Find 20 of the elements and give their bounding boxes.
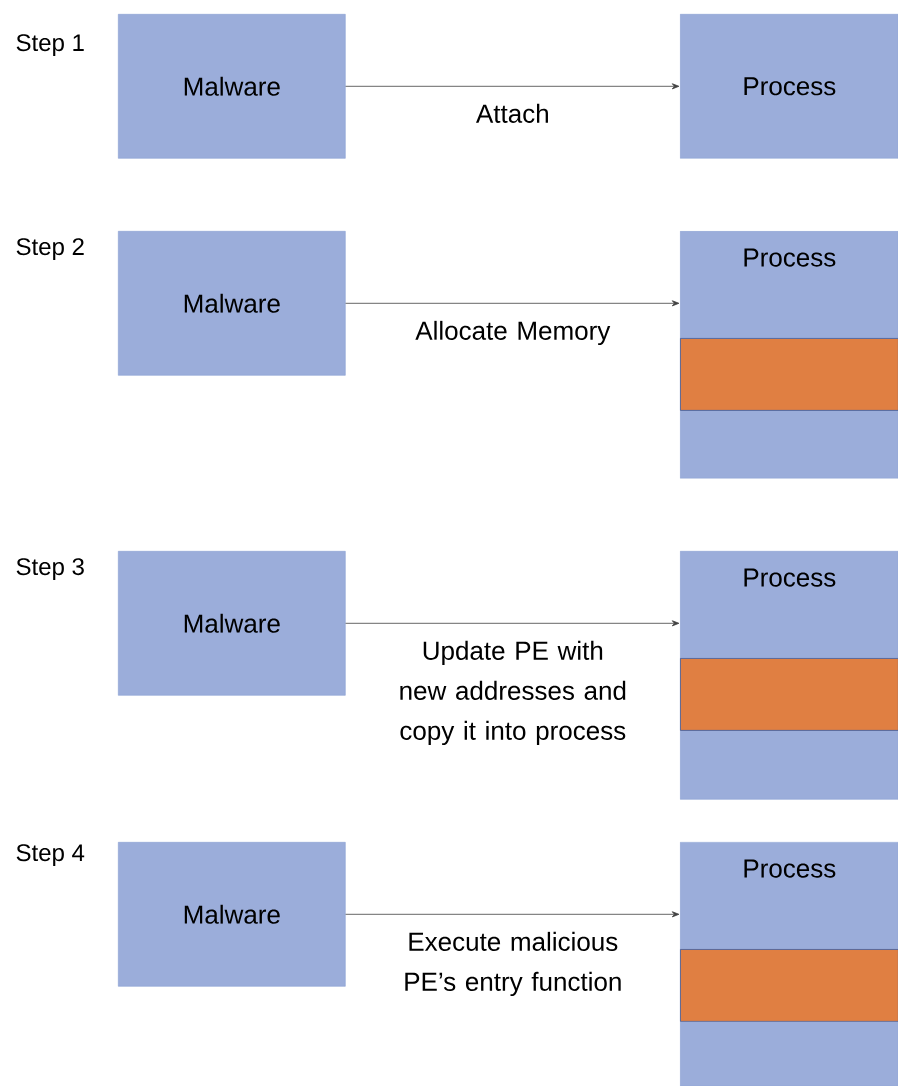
arrow [345,300,680,307]
edge-label: Execute malicious PE’s entry function [405,931,621,997]
arrow [345,911,680,918]
malware-box: Malware [118,842,346,987]
step-label: Step 2 [16,238,84,260]
step-label: Step 3 [16,558,84,580]
memory-band [680,949,898,1022]
process-box: Process [680,14,898,159]
step-label: Step 4 [16,844,85,866]
arrow [345,83,680,90]
edge-label: Update PE with new addresses and copy it into process [400,640,626,746]
memory-band [680,658,898,731]
malware-box: Malware [118,551,346,696]
step-label: Step 1 [16,34,84,56]
malware-box: Malware [118,231,346,376]
edge-label: Allocate Memory [415,320,611,346]
edge-label: Attach [476,103,548,123]
memory-band [680,338,898,411]
arrow [345,620,680,627]
malware-box: Malware [118,14,346,159]
